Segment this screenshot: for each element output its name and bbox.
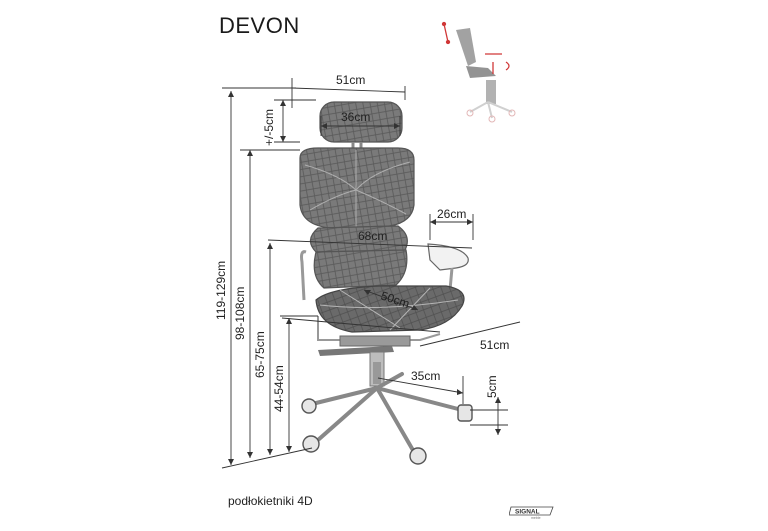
label-arm-width: 26cm bbox=[437, 207, 466, 221]
label-caster-radius: 35cm bbox=[411, 369, 440, 383]
label-arm-height: 65-75cm bbox=[253, 331, 267, 378]
dimension-lines bbox=[221, 78, 521, 469]
label-base-depth: 51cm bbox=[480, 338, 509, 352]
label-total-width: 68cm bbox=[358, 229, 387, 243]
chair-illustration bbox=[299, 101, 473, 465]
brand-name: SIGNAL bbox=[515, 509, 540, 516]
lower-backrest bbox=[313, 249, 408, 289]
arrow-heads bbox=[228, 91, 501, 465]
chair-base bbox=[310, 372, 464, 454]
label-total-height: 119-129cm bbox=[214, 261, 228, 320]
label-seat-height: 44-54cm bbox=[272, 365, 286, 412]
label-back-height: 98-108cm bbox=[233, 287, 247, 340]
brand-sub: meble bbox=[531, 516, 541, 520]
adjustment-thumbnail bbox=[441, 21, 516, 123]
label-head-inner: 36cm bbox=[341, 110, 370, 124]
seat bbox=[315, 285, 465, 333]
page-title: DEVON bbox=[219, 13, 300, 38]
brand-logo: SIGNAL meble bbox=[508, 506, 555, 525]
dimension-labels: 51cm 36cm 26cm 68cm 50cm 51cm 35cm 5cm +… bbox=[214, 73, 509, 412]
label-head-width: 51cm bbox=[336, 73, 365, 87]
upper-backrest bbox=[299, 147, 415, 229]
label-head-adjust: +/-5cm bbox=[262, 109, 276, 146]
casters bbox=[301, 398, 473, 465]
label-caster-height: 5cm bbox=[485, 375, 499, 398]
armrest-caption: podłokietniki 4D bbox=[228, 494, 313, 508]
